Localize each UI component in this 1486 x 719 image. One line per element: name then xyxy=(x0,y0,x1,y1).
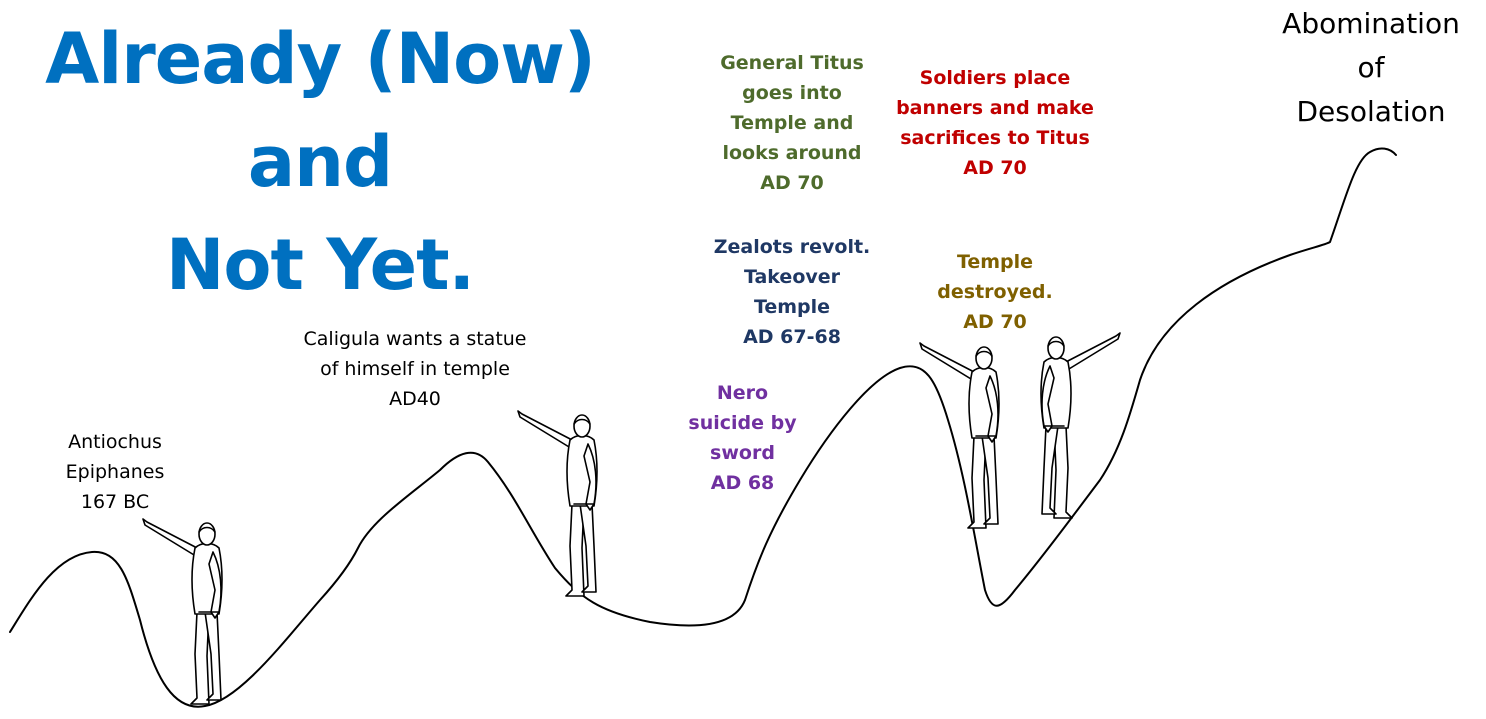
label-caligula: Caligula wants a statue of himself in te… xyxy=(280,324,550,414)
title-line-2: and xyxy=(40,111,600,214)
label-titus: General Titus goes into Temple and looks… xyxy=(702,48,882,198)
title-line-1: Already (Now) xyxy=(40,8,600,111)
label-antiochus: Antiochus Epiphanes 167 BC xyxy=(40,427,190,517)
title-line-3: Not Yet. xyxy=(40,214,600,317)
label-soldiers: Soldiers place banners and make sacrific… xyxy=(880,63,1110,183)
figure-temple-left xyxy=(920,343,999,528)
figure-temple-right xyxy=(1041,333,1120,518)
label-temple-destroyed: Temple destroyed. AD 70 xyxy=(910,247,1080,337)
label-nero: Nero suicide by sword AD 68 xyxy=(665,378,820,498)
label-abomination: Abomination of Desolation xyxy=(1262,2,1480,134)
label-zealots: Zealots revolt. Takeover Temple AD 67-68 xyxy=(697,232,887,352)
diagram-title: Already (Now) and Not Yet. xyxy=(40,8,600,317)
figure-caligula xyxy=(518,411,597,596)
figure-antiochus xyxy=(143,519,222,704)
